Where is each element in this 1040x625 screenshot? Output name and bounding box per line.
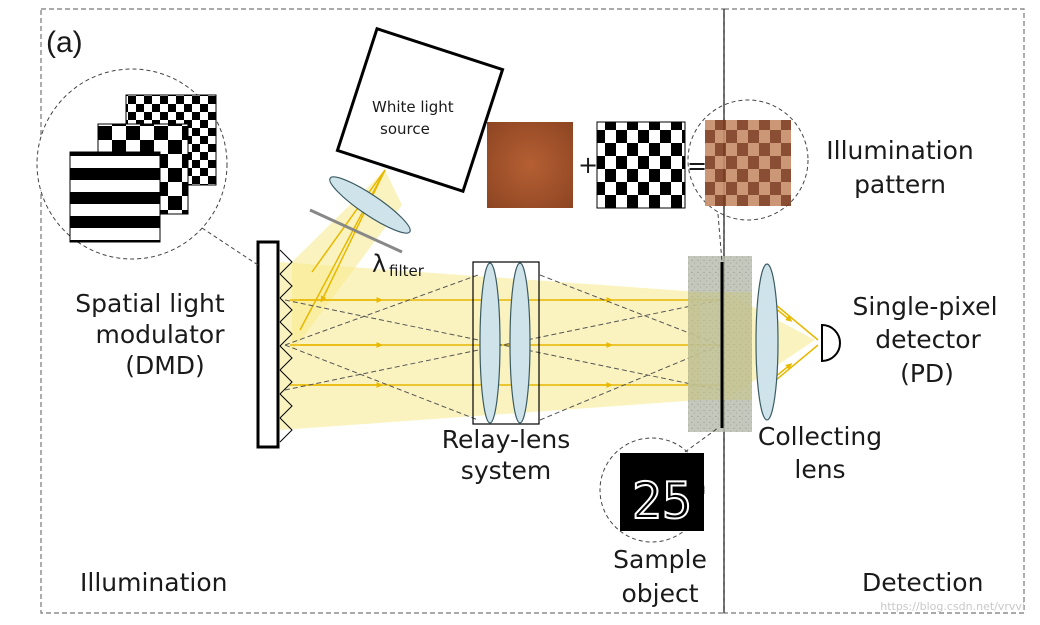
relay-lens-1	[479, 262, 501, 424]
sample-label-line2: object	[621, 579, 698, 608]
section-label-detection: Detection	[862, 568, 983, 597]
sample-object-image	[620, 453, 704, 531]
photodiode-icon	[821, 323, 841, 363]
sample-object-number: 25	[632, 472, 692, 530]
detector-label-line2: detector	[875, 325, 981, 354]
panel-label: (a)	[46, 26, 83, 59]
collecting-lens	[755, 263, 779, 421]
illumination-pattern-image	[705, 120, 791, 206]
section-label-illumination: Illumination	[80, 568, 227, 597]
relay-label-line1: Relay-lens	[442, 425, 570, 454]
light-source-label-line2: source	[380, 120, 430, 138]
slm-label-line3: (DMD)	[125, 351, 205, 380]
light-source-label-line1: White light	[372, 98, 454, 116]
checker-mask	[596, 121, 686, 209]
filter-subscript: filter	[389, 262, 425, 280]
slm-label-line1: Spatial light	[75, 289, 225, 318]
dmd-pattern-stripes	[69, 151, 161, 243]
illumination-pattern-label-line1: Illumination	[826, 136, 973, 165]
illumination-callout-pointer	[717, 213, 723, 263]
sample-label-line1: Sample	[613, 545, 707, 574]
spectral-filter	[309, 208, 403, 254]
illumination-pattern-label-line2: pattern	[854, 170, 946, 199]
pattern-callout-pointer	[201, 227, 259, 266]
plus-sign: +	[578, 151, 598, 179]
relay-lens-housing	[472, 261, 540, 425]
relay-lens-2	[509, 262, 531, 424]
light-source-box	[335, 26, 505, 194]
filter-symbol: λ	[372, 250, 386, 278]
detector-label-line1: Single-pixel	[852, 292, 997, 321]
brown-object-image	[487, 122, 573, 208]
slm-label-line2: modulator	[95, 320, 225, 349]
illumination-callout	[687, 99, 809, 221]
sample-plate-tint	[688, 292, 752, 400]
collecting-lens-label-line1: Collecting	[758, 422, 882, 451]
watermark: https://blog.csdn.net/vrvvi	[880, 600, 1025, 613]
sample-plate	[688, 256, 752, 432]
collecting-lens-label-line2: lens	[794, 455, 845, 484]
relay-label-line2: system	[461, 456, 551, 485]
condenser-lens	[329, 176, 411, 234]
detector-label-line3: (PD)	[900, 359, 954, 388]
dmd-device	[256, 240, 280, 449]
equals-sign: =	[687, 152, 707, 180]
dmd-micromirrors	[279, 249, 293, 443]
